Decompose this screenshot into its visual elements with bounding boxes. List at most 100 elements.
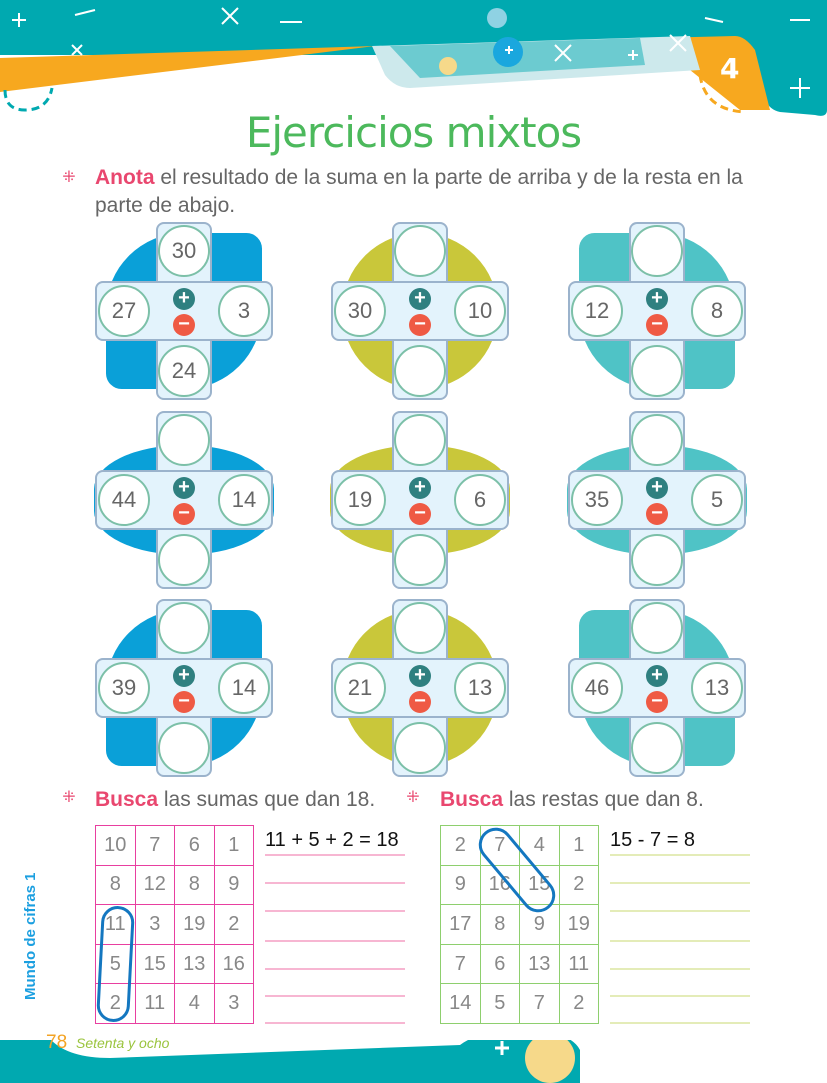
- header-banner: 4: [0, 0, 827, 116]
- grid-cell[interactable]: 6: [479, 943, 520, 985]
- grid-cell[interactable]: 19: [174, 904, 215, 945]
- answer-line[interactable]: [610, 995, 750, 997]
- grid-cell[interactable]: 11: [558, 943, 599, 985]
- bullet-icon: ⁜: [406, 789, 420, 806]
- number-circle-bottom[interactable]: [394, 722, 446, 774]
- number-circle-top[interactable]: [631, 602, 683, 654]
- answer-line[interactable]: [265, 910, 405, 912]
- minus-icon: −: [409, 314, 431, 336]
- answer-line[interactable]: [265, 854, 405, 856]
- grid-cell[interactable]: 15: [134, 943, 175, 985]
- grid-cell[interactable]: 13: [519, 943, 560, 985]
- answer-line[interactable]: [265, 882, 405, 884]
- number-circle-bottom[interactable]: [158, 534, 210, 586]
- answer-text[interactable]: 15 - 7 = 8: [610, 829, 696, 851]
- grid-cell[interactable]: 14: [440, 983, 481, 1024]
- number-circle-top[interactable]: [158, 414, 210, 466]
- grid-cell[interactable]: 9: [440, 864, 481, 906]
- answer-line[interactable]: [610, 882, 750, 884]
- number-circle-right: 5: [691, 474, 743, 526]
- number-circle-top[interactable]: [394, 225, 446, 277]
- page-number-text: Setenta y ocho: [76, 1035, 170, 1051]
- exercise3-instructions: Busca las restas que dan 8.: [440, 786, 770, 814]
- grid-cell[interactable]: 12: [134, 864, 175, 906]
- grid-cell[interactable]: 17: [440, 904, 481, 945]
- instruction-keyword: Busca: [440, 788, 504, 811]
- exercise1-instructions: Anota el resultado de la suma en la part…: [95, 164, 775, 220]
- number-circle-left: 19: [334, 474, 386, 526]
- number-circle-top[interactable]: 30: [158, 225, 210, 277]
- grid-cell[interactable]: 2: [558, 983, 599, 1024]
- answer-line[interactable]: [610, 854, 750, 856]
- number-circle-top[interactable]: [158, 602, 210, 654]
- grid-cell[interactable]: 16: [213, 943, 254, 985]
- grid-cell[interactable]: 9: [519, 904, 560, 945]
- number-circle-top[interactable]: [631, 414, 683, 466]
- grid-cell[interactable]: 11: [134, 983, 175, 1024]
- grid-cell[interactable]: 8: [174, 864, 215, 906]
- number-circle-left: 21: [334, 662, 386, 714]
- number-circle-bottom[interactable]: [394, 534, 446, 586]
- number-circle-bottom[interactable]: [631, 345, 683, 397]
- bullet-icon: ⁜: [62, 789, 76, 806]
- number-circle-top[interactable]: [631, 225, 683, 277]
- grid-cell[interactable]: 3: [213, 983, 254, 1024]
- number-circle-right: 3: [218, 285, 270, 337]
- answer-line[interactable]: [265, 1022, 405, 1024]
- grid-cell[interactable]: 2: [213, 904, 254, 945]
- grid-cell[interactable]: 11: [95, 904, 136, 945]
- answer-line[interactable]: [265, 940, 405, 942]
- number-circle-bottom[interactable]: [631, 534, 683, 586]
- number-circle-left: 46: [571, 662, 623, 714]
- grid-cell[interactable]: 19: [558, 904, 599, 945]
- plus-icon: +: [646, 477, 668, 499]
- grid-cell[interactable]: 1: [558, 825, 599, 866]
- answer-text[interactable]: 11 + 5 + 2 = 18: [265, 829, 399, 851]
- grid-cell[interactable]: 7: [134, 825, 175, 866]
- answer-line[interactable]: [610, 1022, 750, 1024]
- instruction-keyword: Anota: [95, 166, 155, 189]
- number-circle-bottom[interactable]: [158, 722, 210, 774]
- grid-cell[interactable]: 10: [95, 825, 136, 866]
- number-circle-bottom[interactable]: 24: [158, 345, 210, 397]
- answer-line[interactable]: [610, 940, 750, 942]
- number-circle-top[interactable]: [394, 602, 446, 654]
- minus-icon: −: [173, 691, 195, 713]
- svg-text:4: 4: [720, 52, 739, 85]
- grid-cell[interactable]: 16: [479, 864, 520, 906]
- grid-cell[interactable]: 1: [213, 825, 254, 866]
- instruction-keyword: Busca: [95, 788, 159, 811]
- number-circle-right: 14: [218, 474, 270, 526]
- grid-cell[interactable]: 3: [134, 904, 175, 945]
- grid-cell[interactable]: 8: [95, 864, 136, 906]
- grid-cell[interactable]: 15: [519, 864, 560, 906]
- answer-line[interactable]: [265, 995, 405, 997]
- book-title: Mundo de cifras 1: [22, 872, 39, 1000]
- grid-cell[interactable]: 4: [519, 825, 560, 866]
- grid-cell[interactable]: 2: [558, 864, 599, 906]
- grid-cell[interactable]: 4: [174, 983, 215, 1024]
- grid-cell[interactable]: 5: [479, 983, 520, 1024]
- grid-cell[interactable]: 7: [440, 943, 481, 985]
- number-circle-bottom[interactable]: [631, 722, 683, 774]
- minus-icon: −: [646, 691, 668, 713]
- grid-cell[interactable]: 13: [174, 943, 215, 985]
- grid-cell[interactable]: 7: [519, 983, 560, 1024]
- grid-cell[interactable]: 9: [213, 864, 254, 906]
- number-circle-top[interactable]: [394, 414, 446, 466]
- grid-cell[interactable]: 8: [479, 904, 520, 945]
- number-circle-left: 12: [571, 285, 623, 337]
- page-number: 78: [46, 1032, 68, 1053]
- grid-cell[interactable]: 6: [174, 825, 215, 866]
- answer-line[interactable]: [610, 910, 750, 912]
- answer-line[interactable]: [610, 968, 750, 970]
- answer-line[interactable]: [265, 968, 405, 970]
- number-circle-bottom[interactable]: [394, 345, 446, 397]
- instruction-text: las sumas que dan 18.: [158, 788, 376, 811]
- grid-cell[interactable]: 2: [440, 825, 481, 866]
